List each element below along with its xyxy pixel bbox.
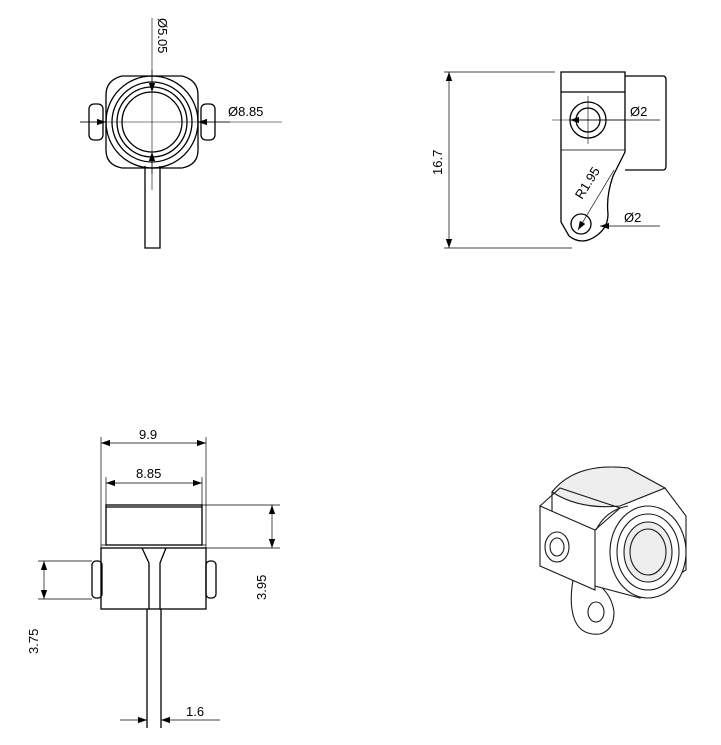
inner-diameter-label: Ø5.05: [155, 18, 170, 53]
side-view: 16.7 Ø2 R1.95 Ø2: [430, 71, 667, 249]
top-view: Ø5.05 Ø8.85: [80, 18, 282, 249]
lower-hole-diameter-label: Ø2: [624, 210, 641, 225]
stem-width-label: 1.6: [186, 704, 204, 719]
width-label: 9.9: [139, 427, 157, 442]
collar-height-label: 3.95: [254, 575, 269, 600]
hole-diameter-label: Ø2: [630, 104, 647, 119]
inner-width-label: 8.85: [136, 466, 161, 481]
isometric-view: [539, 466, 687, 635]
outer-diameter-label: Ø8.85: [228, 104, 263, 119]
body-height-label: 3.75: [26, 629, 41, 654]
side-height-label: 16.7: [430, 150, 445, 175]
front-view: 9.9 8.85 3.95 3.75 1.6: [26, 427, 280, 728]
